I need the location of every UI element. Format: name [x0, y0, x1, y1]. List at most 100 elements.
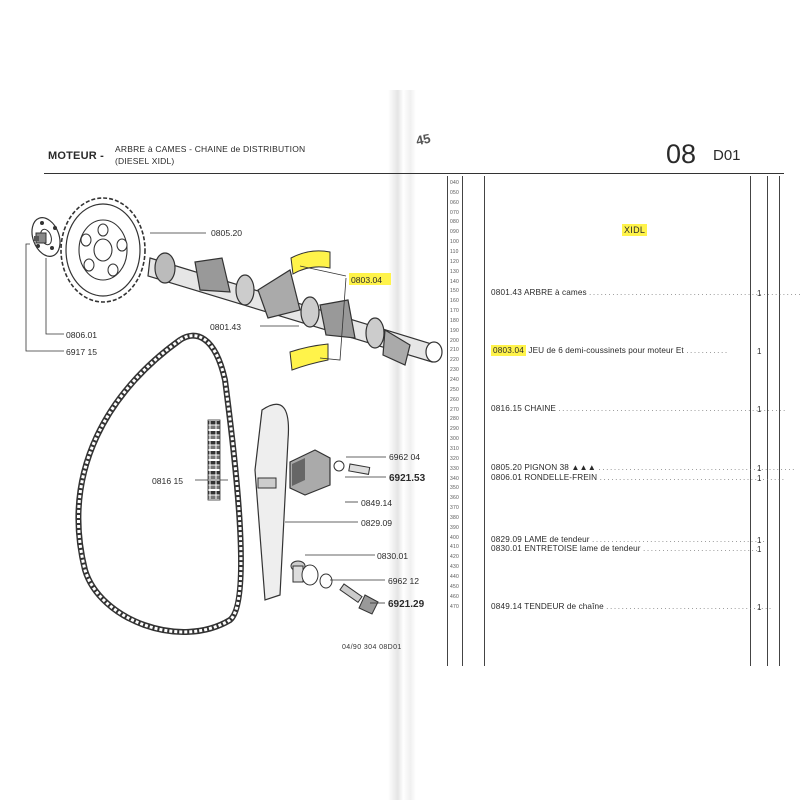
callout-6921-53: 6921.53 — [389, 473, 426, 484]
part-code: 0805.20 — [491, 463, 522, 472]
camshaft-part — [147, 252, 443, 366]
callout-0830-01: 0830.01 — [377, 551, 408, 561]
row-number-border — [462, 176, 463, 666]
part-code: 0849.14 — [491, 602, 522, 611]
part-qty: 1 — [757, 474, 762, 483]
part-qty: 1 — [757, 405, 762, 414]
row-number: 260 — [450, 396, 459, 403]
row-number: 360 — [450, 495, 459, 502]
part-qty: 1 — [757, 289, 762, 298]
row-number: 180 — [450, 317, 459, 324]
row-number: 310 — [450, 445, 459, 452]
callout-6917-15: 6917 15 — [66, 347, 97, 357]
header-rule — [44, 173, 784, 175]
list-item: 0806.01 RONDELLE-FREIN .................… — [491, 473, 786, 482]
callout-0806-01: 0806.01 — [66, 330, 97, 340]
table-right-border — [779, 176, 780, 666]
part-desc: ARBRE à cames — [523, 288, 587, 297]
list-item: 0801.43 ARBRE à cames ..................… — [491, 288, 800, 297]
row-number: 160 — [450, 298, 459, 305]
row-number: 250 — [450, 386, 459, 393]
row-number: 120 — [450, 258, 459, 265]
row-number: 390 — [450, 524, 459, 531]
qty-right-border — [767, 176, 768, 666]
part-code: 0806.01 — [491, 473, 522, 482]
part-code: 0829.09 — [491, 535, 522, 544]
part-qty: 1 — [757, 347, 762, 356]
entry-left-border — [484, 176, 485, 666]
row-number: 400 — [450, 534, 459, 541]
list-item: 0829.09 LAME de tendeur ................… — [491, 535, 767, 544]
sprocket-part — [60, 197, 146, 303]
list-item: 0805.20 PIGNON 38 ▲▲▲ ..................… — [491, 463, 796, 472]
callout-0829-09: 0829.09 — [361, 518, 392, 528]
part-code: 0803.04 — [491, 345, 526, 356]
row-number: 220 — [450, 357, 459, 364]
callout-0801-43: 0801.43 — [210, 322, 241, 332]
part-desc: CHAINE — [524, 404, 556, 413]
row-number: 300 — [450, 436, 459, 443]
row-number: 240 — [450, 377, 459, 383]
tensioner-blade-part — [254, 403, 290, 601]
part-desc: JEU de 6 demi-coussinets pour moteur Et — [528, 346, 684, 355]
title-line-2: (DIESEL XIDL) — [115, 156, 175, 166]
part-qty: 1 — [757, 536, 762, 545]
callout-6962-04: 6962 04 — [389, 452, 420, 462]
part-desc: LAME de tendeur — [524, 535, 590, 544]
section-label: MOTEUR - — [48, 150, 104, 162]
row-number: 270 — [450, 406, 459, 413]
part-code: 0801.43 — [491, 288, 522, 297]
callout-highlight — [349, 273, 391, 285]
qty-left-border — [750, 176, 751, 666]
row-number: 330 — [450, 465, 459, 472]
row-number: 110 — [450, 248, 459, 255]
row-number: 100 — [450, 239, 459, 246]
row-number: 470 — [450, 603, 459, 610]
row-number: 150 — [450, 288, 459, 295]
page-fold-shadow — [388, 90, 416, 800]
part-desc: RONDELLE-FREIN — [524, 473, 598, 482]
list-item: 0830.01 ENTRETOISE lame de tendeur .....… — [491, 544, 760, 553]
row-number: 080 — [450, 219, 459, 226]
bearing-shell-bottom — [289, 343, 329, 371]
row-number: 050 — [450, 189, 459, 196]
row-number: 130 — [450, 268, 459, 275]
table-left-border — [447, 176, 448, 666]
part-qty: 1 — [757, 603, 762, 612]
sheet-code: D01 — [713, 147, 741, 164]
row-number: 340 — [450, 475, 459, 482]
callout-6921-29: 6921.29 — [388, 599, 425, 610]
callout-6962-12: 6962 12 — [388, 576, 419, 586]
row-number: 370 — [450, 505, 459, 512]
title-line-1: ARBRE à CAMES - CHAINE de DISTRIBUTION — [115, 144, 306, 154]
row-number: 170 — [450, 308, 459, 315]
callout-0816-15: 0816 15 — [152, 476, 183, 486]
row-number: 210 — [450, 347, 459, 354]
part-qty: 1 — [757, 464, 762, 473]
row-number: 420 — [450, 554, 459, 561]
part-qty: 1 — [757, 545, 762, 554]
bearing-shell-top — [290, 250, 331, 275]
row-number: 070 — [450, 209, 459, 216]
list-item: 0816.15 CHAINE .........................… — [491, 404, 787, 413]
bolt-part — [34, 232, 47, 244]
part-code: 0816.15 — [491, 404, 522, 413]
row-number: 440 — [450, 574, 459, 580]
column-tag-xidl: XIDL — [622, 224, 648, 236]
row-number: 230 — [450, 367, 459, 374]
row-number: 060 — [450, 199, 459, 206]
row-number: 460 — [450, 593, 459, 600]
callout-0803-04: 0803.04 — [351, 275, 382, 285]
list-item: 0803.04 JEU de 6 demi-coussinets pour mo… — [491, 345, 729, 356]
row-number: 190 — [450, 327, 459, 334]
row-number: 090 — [450, 229, 459, 236]
page-title: ARBRE à CAMES - CHAINE de DISTRIBUTION (… — [115, 143, 305, 167]
row-number: 040 — [450, 180, 459, 186]
part-desc: PIGNON 38 ▲▲▲ — [524, 463, 596, 472]
leader-lines — [25, 232, 386, 604]
row-number: 430 — [450, 564, 459, 571]
part-desc: TENDEUR de chaîne — [524, 602, 604, 611]
row-number: 140 — [450, 278, 459, 285]
